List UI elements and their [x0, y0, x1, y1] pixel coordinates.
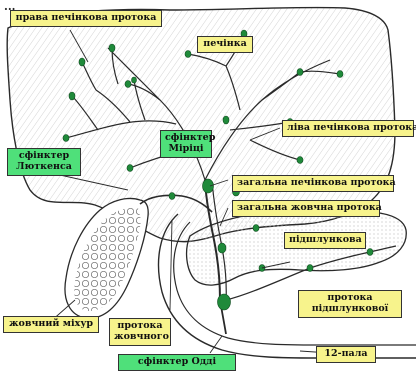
label-right-hepatic-duct: права печінкова протока	[10, 10, 162, 27]
label-duodenum: 12-пала	[316, 346, 376, 363]
label-common-hepatic-duct: загальна печінкова протока	[232, 175, 394, 192]
label-gallbladder: жовчний міхур	[3, 316, 99, 333]
label-sphincter-oddi: сфінктер Одді	[118, 354, 236, 371]
label-liver: печінка	[197, 36, 253, 53]
label-common-bile-duct: загальна жовчна протока	[232, 200, 380, 217]
label-sphincter-lutkens: сфінктер Люткенса	[7, 148, 81, 176]
label-pancreatic-duct: протока підшлункової	[298, 290, 402, 318]
partial-top-label: ...	[4, 0, 13, 8]
label-cystic-duct: протока жовчного	[109, 318, 171, 346]
label-left-hepatic-duct: ліва печінкова протока	[282, 120, 414, 137]
label-pancreas: підшлункова	[284, 232, 366, 249]
label-sphincter-mirizzi: сфінктер Міріці	[160, 130, 212, 158]
